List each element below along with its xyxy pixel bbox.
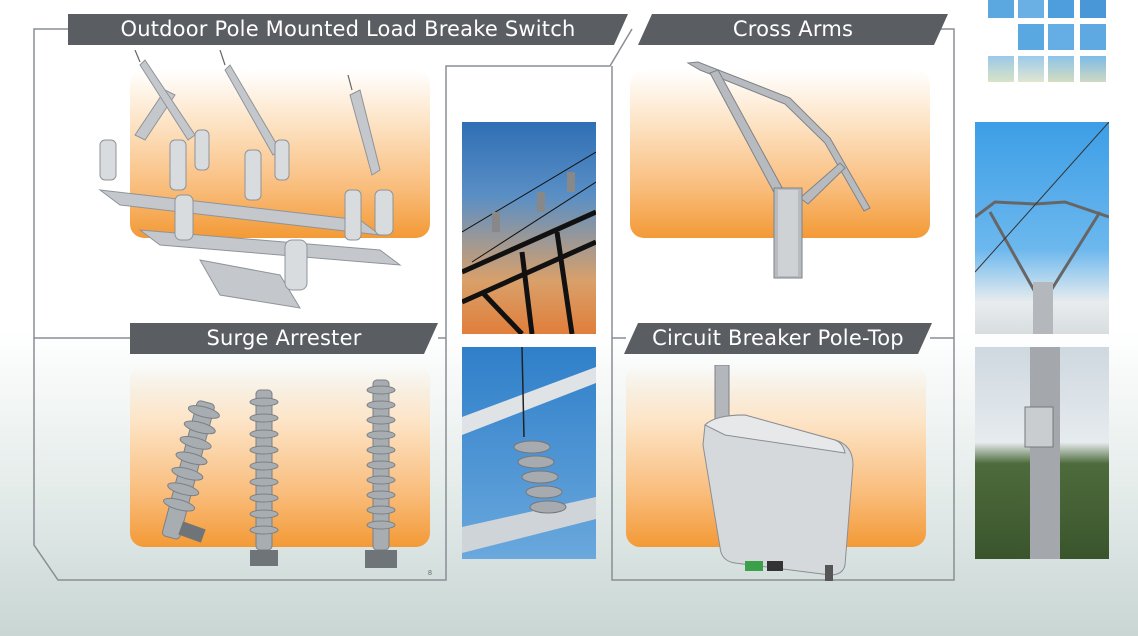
mosaic-tile — [988, 56, 1014, 82]
mosaic-tile — [988, 0, 1014, 18]
mosaic-tile — [1048, 56, 1074, 82]
surge-arrester-illustration — [161, 379, 397, 568]
crossarm-sky-photo — [975, 122, 1109, 334]
pole-hillside-photo — [975, 347, 1109, 559]
circuit-breaker-illustration — [702, 365, 854, 581]
surge-arrester-banner: Surge Arrester — [130, 323, 438, 354]
page-number: 8 — [428, 570, 432, 577]
circuit-breaker-banner: Circuit Breaker Pole-Top — [624, 323, 932, 354]
load-break-switch-banner: Outdoor Pole Mounted Load Breake Switch — [68, 14, 628, 45]
cross-arms-illustration — [686, 61, 871, 279]
mosaic-tile — [1080, 24, 1106, 50]
mosaic-tile — [1018, 56, 1044, 82]
mosaic-tile — [1048, 24, 1074, 50]
decorative-mosaic — [988, 0, 1108, 82]
load-break-switch-illustration — [98, 50, 402, 309]
cross-arms-banner: Cross Arms — [638, 14, 948, 45]
mosaic-tile — [1018, 24, 1044, 50]
insulator-closeup-photo — [462, 347, 596, 559]
mosaic-tile — [1048, 0, 1074, 18]
mosaic-tile — [1080, 56, 1106, 82]
mosaic-tile — [1080, 0, 1106, 18]
mosaic-tile — [1018, 0, 1044, 18]
tower-sunset-photo — [462, 122, 596, 334]
